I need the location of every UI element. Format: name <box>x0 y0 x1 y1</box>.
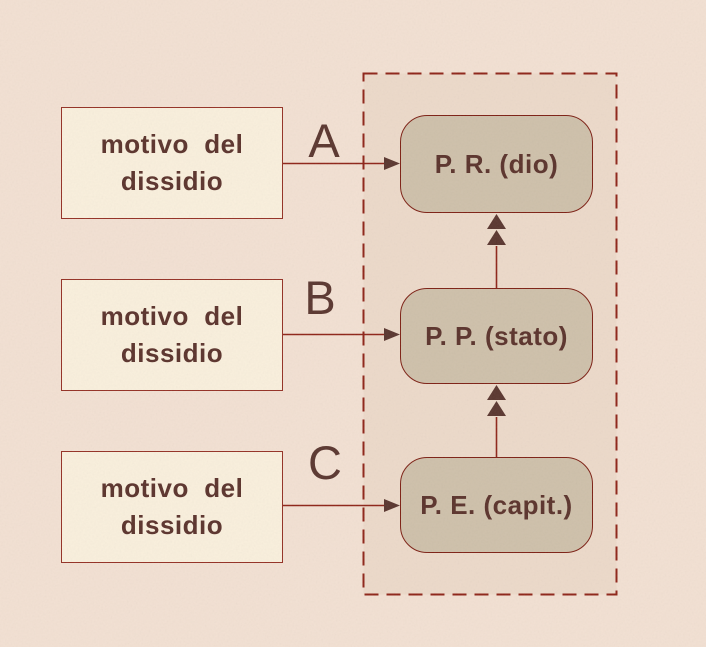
target-box-pr-dio: P. R. (dio) <box>400 115 593 213</box>
source-box-1: motivo del dissidio <box>61 107 283 219</box>
target-box-pe-capit-label: P. E. (capit.) <box>420 489 573 520</box>
source-box-1-label: motivo del dissidio <box>100 129 244 196</box>
target-box-pp-stato-label: P. P. (stato) <box>425 320 568 351</box>
source-box-3: motivo del dissidio <box>61 451 283 563</box>
target-box-pe-capit: P. E. (capit.) <box>400 457 593 553</box>
connector-label-b: B <box>304 271 336 324</box>
target-box-pr-dio-label: P. R. (dio) <box>434 148 559 179</box>
connector-label-c: C <box>308 436 342 489</box>
connector-label-a: A <box>308 114 340 167</box>
source-box-2: motivo del dissidio <box>61 279 283 391</box>
target-box-pp-stato: P. P. (stato) <box>400 288 593 384</box>
source-box-3-label: motivo del dissidio <box>100 473 244 540</box>
source-box-2-label: motivo del dissidio <box>100 301 244 368</box>
